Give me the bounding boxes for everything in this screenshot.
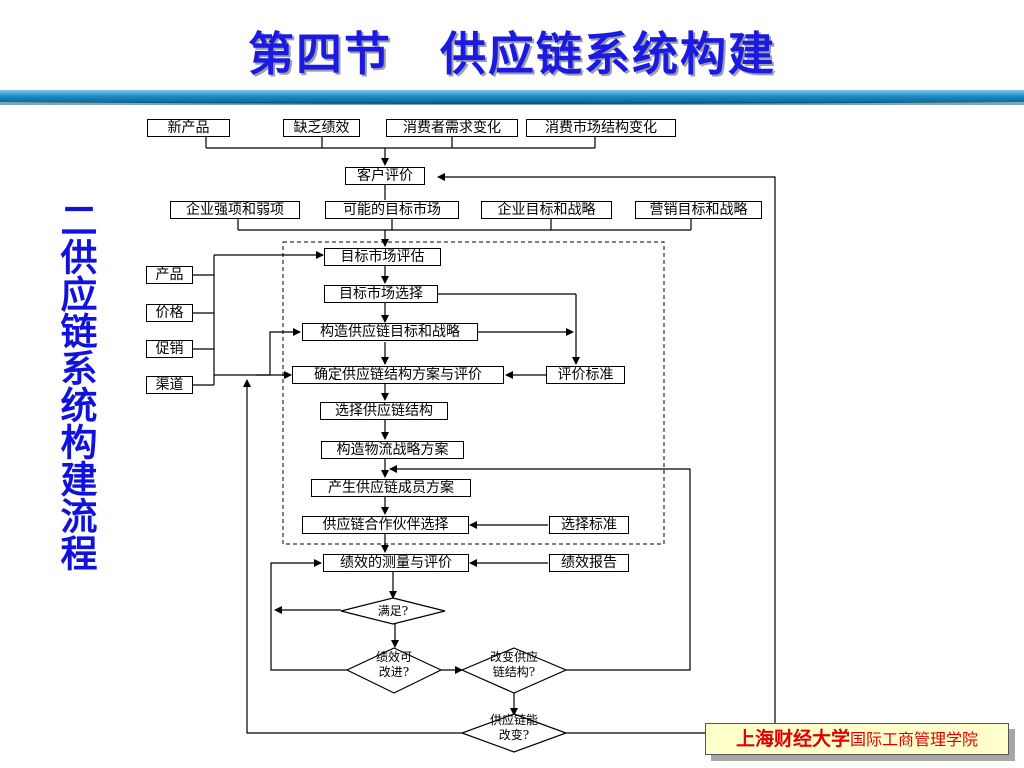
decision-can-change-shape xyxy=(460,713,568,753)
mix-channel: 渠道 xyxy=(146,376,193,394)
input-market-structure-change: 消费市场结构变化 xyxy=(526,119,676,137)
performance-report-box: 绩效报告 xyxy=(549,554,629,572)
footer-university: 上海财经大学 xyxy=(735,728,850,750)
factor-enterprise-goals: 企业目标和战略 xyxy=(481,201,612,219)
title-divider-bar xyxy=(0,90,1024,105)
footer-institution: 上海财经大学国际工商管理学院 xyxy=(705,723,1015,761)
step-target-market-selection: 目标市场选择 xyxy=(324,285,438,303)
step-determine-sc-structure: 确定供应链结构方案与评价 xyxy=(292,366,504,384)
decision-can-change-label: 供应链能 改变? xyxy=(489,713,538,742)
side-title: 二供应链系统构建流程 xyxy=(54,201,97,571)
mix-promotion: 促销 xyxy=(146,340,193,358)
footer-box: 上海财经大学国际工商管理学院 xyxy=(705,723,1009,755)
mix-product: 产品 xyxy=(146,266,193,284)
slide-title: 第四节 供应链系统构建 xyxy=(248,27,776,81)
customer-evaluation-box: 客户评价 xyxy=(345,167,425,185)
factor-possible-target-market: 可能的目标市场 xyxy=(325,201,459,219)
selection-standard-box: 选择标准 xyxy=(549,516,629,534)
input-new-product: 新产品 xyxy=(147,119,230,137)
input-lack-performance: 缺乏绩效 xyxy=(283,119,360,137)
step-logistics-strategy: 构造物流战略方案 xyxy=(321,441,464,459)
decision-improvable-shape xyxy=(345,647,443,694)
step-member-plan: 产生供应链成员方案 xyxy=(311,479,471,497)
mix-price: 价格 xyxy=(146,304,193,322)
step-performance-measurement: 绩效的测量与评价 xyxy=(323,554,469,572)
step-target-market-evaluation: 目标市场评估 xyxy=(324,248,441,266)
step-select-sc-structure: 选择供应链结构 xyxy=(320,402,448,420)
factor-marketing-goals: 营销目标和战略 xyxy=(635,201,762,219)
decision-change-structure-shape xyxy=(460,647,568,694)
step-partner-selection: 供应链合作伙伴选择 xyxy=(302,516,469,534)
evaluation-standard-box: 评价标准 xyxy=(546,366,625,384)
footer-school: 国际工商管理学院 xyxy=(850,730,979,749)
decision-improvable-label: 绩效可 改进? xyxy=(375,650,412,679)
step-construct-sc-goals: 构造供应链目标和战略 xyxy=(302,323,478,341)
factor-strengths-weaknesses: 企业强项和弱项 xyxy=(170,201,300,219)
decision-change-structure-label: 改变供应 链结构? xyxy=(489,650,538,679)
input-consumer-demand-change: 消费者需求变化 xyxy=(386,119,518,137)
decision-satisfied-label: 满足? xyxy=(377,604,409,618)
decision-satisfied-shape xyxy=(340,597,446,625)
